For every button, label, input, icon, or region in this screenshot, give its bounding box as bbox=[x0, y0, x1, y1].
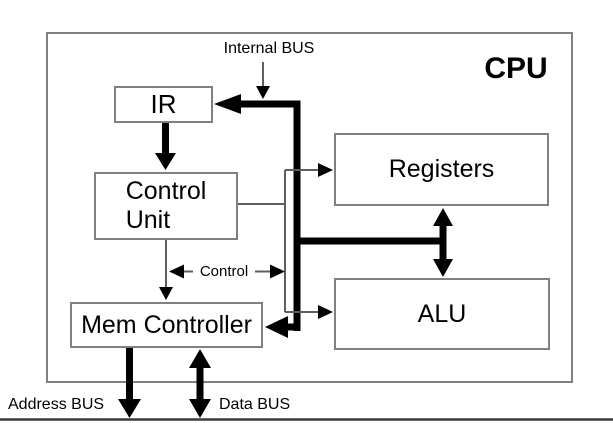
alu-block: ALU bbox=[334, 278, 550, 350]
control-signal-label: Control bbox=[193, 263, 255, 281]
mem-controller-block: Mem Controller bbox=[70, 302, 263, 348]
control-unit-block: Control Unit bbox=[94, 172, 238, 240]
internal-bus-label: Internal BUS bbox=[223, 40, 315, 57]
cpu-title: CPU bbox=[484, 52, 548, 85]
address-bus-label: Address BUS bbox=[8, 396, 105, 413]
ir-block-label: IR bbox=[150, 89, 177, 119]
control-unit-label-line2: Unit bbox=[125, 206, 171, 234]
data-bus-label: Data BUS bbox=[219, 396, 291, 413]
data-bus-down-arrowhead-icon bbox=[189, 399, 211, 418]
alu-label: ALU bbox=[417, 299, 467, 328]
registers-block: Registers bbox=[334, 133, 549, 206]
mem-controller-label: Mem Controller bbox=[81, 310, 252, 339]
control-unit-label: Control Unit bbox=[126, 177, 207, 235]
ir-block: IR bbox=[114, 86, 213, 123]
registers-label: Registers bbox=[388, 155, 495, 183]
control-unit-label-line1: Control bbox=[125, 177, 207, 205]
address-bus-arrowhead-icon bbox=[118, 399, 141, 418]
